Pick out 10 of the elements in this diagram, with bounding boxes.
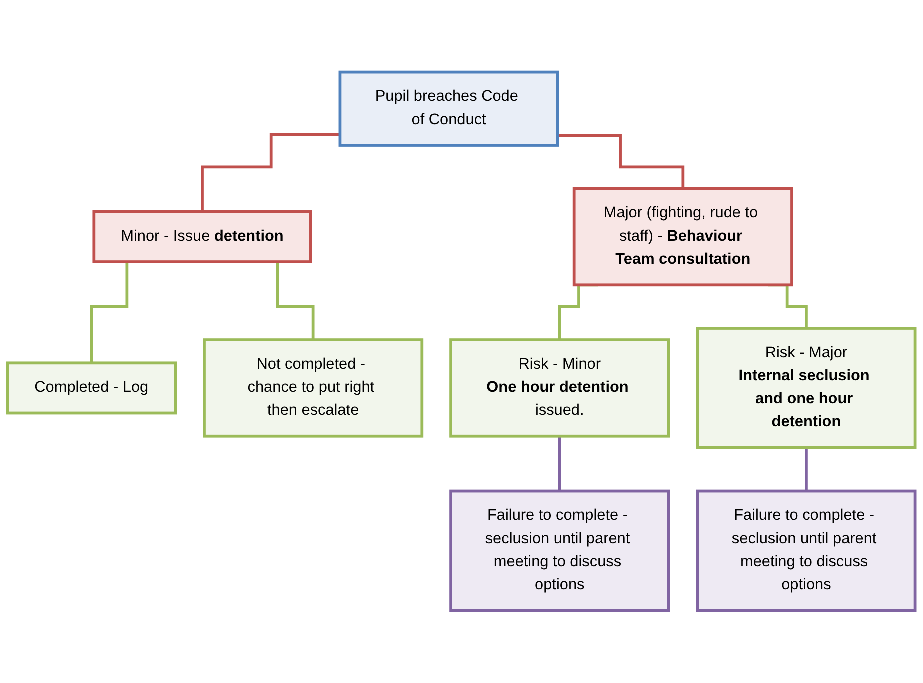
node-box: Completed - Log xyxy=(6,362,178,415)
node-box: Not completed - chance to put right then escalate xyxy=(203,338,424,438)
connector xyxy=(558,134,685,190)
node-box: Risk - Minor One hour detention issued. xyxy=(450,338,670,438)
node-box: Failure to complete - seclusion until parent meeting to discuss options xyxy=(696,490,917,612)
node-box: Failure to complete - seclusion until parent meeting to discuss options xyxy=(450,490,670,612)
node-box: Risk - Major Internal seclusion and one hour detention xyxy=(696,327,917,450)
node-box: Pupil breaches Code of Conduct xyxy=(338,70,560,147)
node-box: Major (fighting, rude to staff) - Behaviour Team consultation xyxy=(572,187,794,287)
node-box: Minor - Issue detention xyxy=(92,210,312,264)
